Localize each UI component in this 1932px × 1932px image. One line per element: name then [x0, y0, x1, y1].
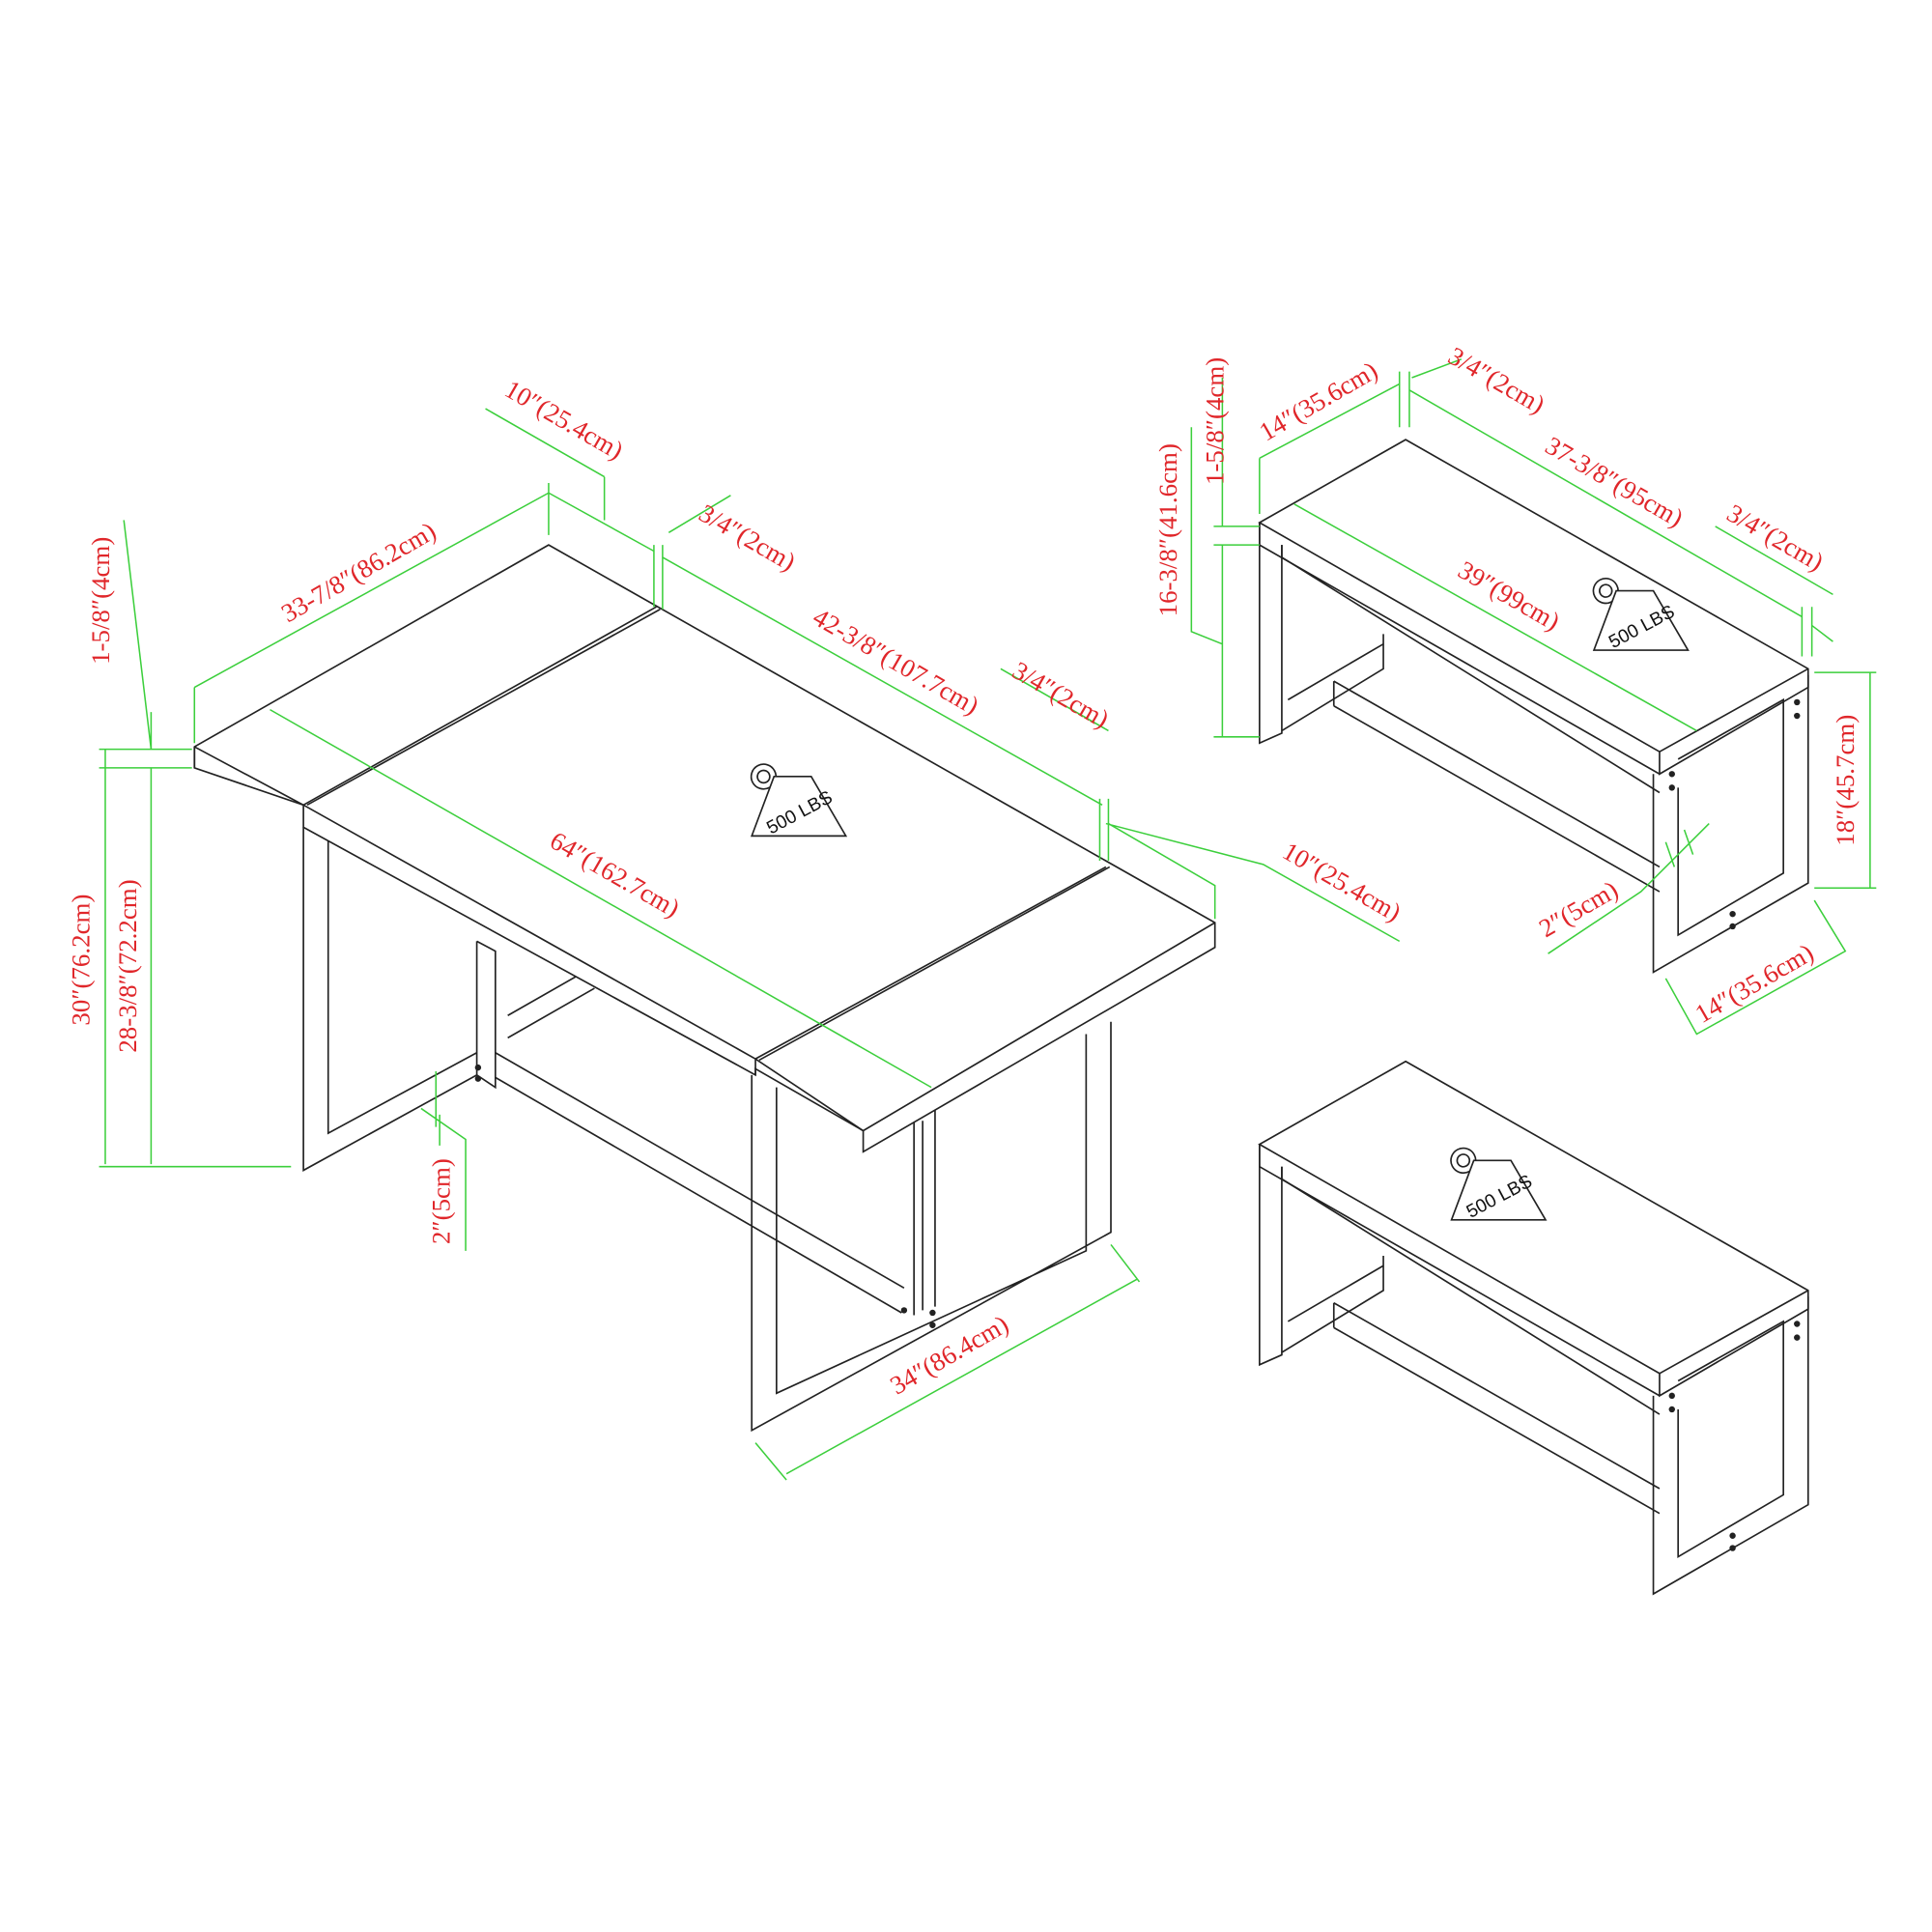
- table-dimension-label: 3/4″(2cm): [1008, 656, 1114, 734]
- table-dimension-label: 2″(5cm): [426, 1158, 455, 1244]
- bench-dimension-label: 1-5/8″(4cm): [1201, 357, 1230, 485]
- bench-dimension-label: 3/4″(2cm): [1443, 341, 1549, 419]
- table-dimension-label: 10″(25.4cm): [1278, 837, 1406, 927]
- bench-top: [1258, 439, 1809, 974]
- table-top: [193, 544, 1216, 1153]
- bench-dimension-label: 3/4″(2cm): [1722, 498, 1829, 577]
- table-dimension-label: 42-3/8″(107.7cm): [809, 602, 984, 720]
- bench-dimension-label: 37-3/8″(95cm): [1541, 431, 1689, 533]
- weight-capacity-badge: 500 LBS: [750, 763, 848, 838]
- table-dimension-label: 28-3/8″(72.2cm): [113, 879, 142, 1052]
- table-dimension-label: 10″(25.4cm): [500, 375, 629, 466]
- table-legs: [302, 827, 1112, 1433]
- table-dimension-label: 3/4″(2cm): [695, 498, 801, 577]
- bench-dimension-label: 18″(45.7cm): [1831, 715, 1860, 846]
- table-dimension-label: 30″(76.2cm): [66, 895, 95, 1026]
- dining-table: [193, 544, 1216, 1433]
- bench-bottom: [1258, 1060, 1809, 1596]
- bench-dimension-label: 16-3/8″(41.6cm): [1153, 443, 1182, 616]
- weight-capacity-badge: 500 LBS: [1450, 1147, 1548, 1223]
- bench-dimension-label: 14″(35.6cm): [1690, 938, 1819, 1029]
- table-dimension-label: 1-5/8″(4cm): [86, 537, 115, 665]
- table-dimension-label: 34″(86.4cm): [885, 1309, 1013, 1400]
- weight-capacity-badge: 500 LBS: [1592, 577, 1690, 653]
- dimension-lines: [99, 358, 1877, 1481]
- table-dimension-label: 33-7/8″(86.2cm): [276, 516, 440, 628]
- bench-dimension-label: 14″(35.6cm): [1254, 355, 1382, 446]
